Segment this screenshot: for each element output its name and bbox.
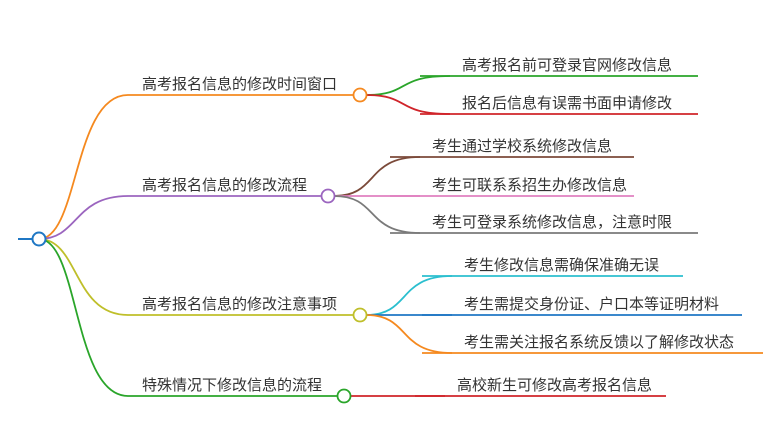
branch-3-leaf-3-connector	[365, 314, 453, 354]
branch-3-leaf-1-label: 考生修改信息需确保准确无误	[464, 256, 659, 274]
branch-4-connector	[38, 238, 129, 397]
mindmap-edges	[18, 75, 763, 397]
branch-4-label: 特殊情况下修改信息的流程	[142, 376, 322, 394]
branch-2-label: 高考报名信息的修改流程	[142, 176, 307, 194]
branch-4-toggle-node[interactable]	[336, 388, 352, 404]
branch-2-leaf-1-connector	[333, 156, 421, 197]
branch-1-toggle-node[interactable]	[352, 87, 368, 103]
branch-2-toggle-node[interactable]	[320, 188, 336, 204]
branch-2-connector	[38, 195, 129, 240]
branch-3-connector	[38, 238, 129, 316]
branch-3-leaf-2-label: 考生需提交身份证、户口本等证明材料	[464, 295, 719, 313]
branch-1-label: 高考报名信息的修改时间窗口	[142, 75, 337, 93]
branch-1-leaf-1-connector	[365, 75, 451, 96]
branch-2-leaf-1-label: 考生通过学校系统修改信息	[432, 137, 612, 155]
branch-1-leaf-2-label: 报名后信息有误需书面申请修改	[462, 94, 672, 112]
branch-2-leaf-3-label: 考生可登录系统修改信息，注意时限	[432, 213, 672, 231]
branch-1-leaf-1-label: 高考报名前可登录官网修改信息	[462, 56, 672, 74]
root-node[interactable]	[31, 231, 47, 247]
branch-3-leaf-1-connector	[365, 275, 453, 316]
branch-3-label: 高考报名信息的修改注意事项	[142, 295, 337, 313]
branch-1-connector	[38, 94, 129, 240]
branch-3-toggle-node[interactable]	[352, 307, 368, 323]
branch-2-leaf-3-connector	[333, 195, 421, 234]
branch-2-leaf-2-label: 考生可联系系招生办修改信息	[432, 176, 627, 194]
mindmap-nodes: 高考报名信息的修改时间窗口 高考报名前可登录官网修改信息报名后信息有误需书面申请修…	[31, 56, 734, 404]
branch-4-leaf-1-label: 高校新生可修改高考报名信息	[457, 376, 652, 394]
branch-3-leaf-3-label: 考生需关注报名系统反馈以了解修改状态	[464, 333, 734, 351]
branch-1-leaf-2-connector	[365, 94, 451, 115]
